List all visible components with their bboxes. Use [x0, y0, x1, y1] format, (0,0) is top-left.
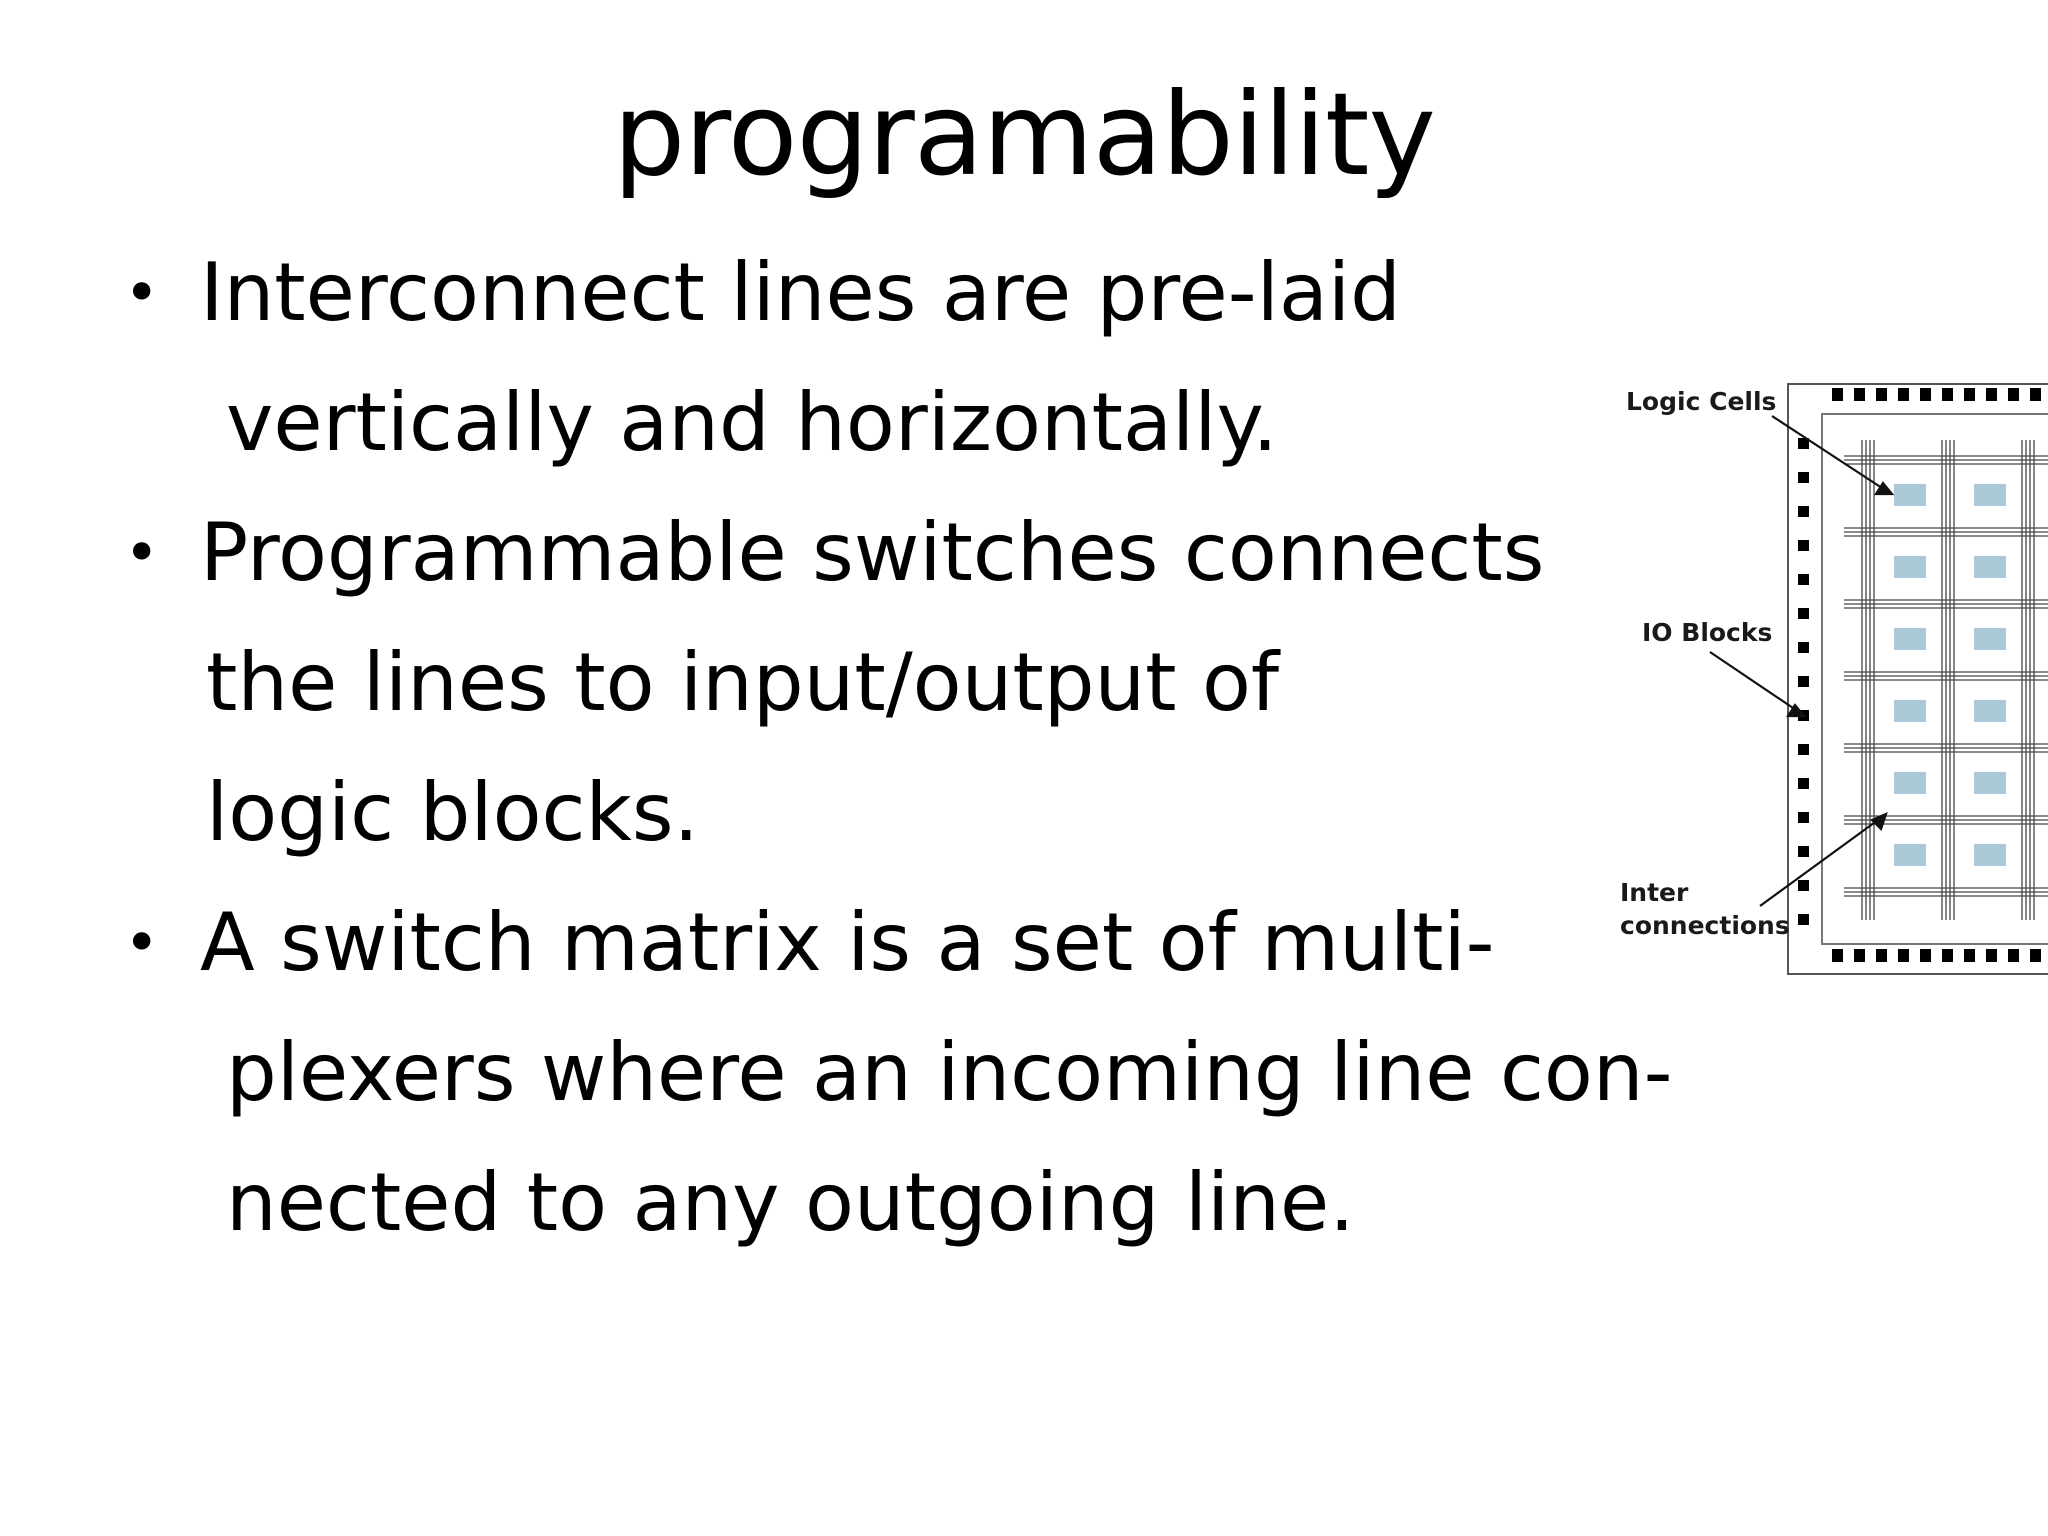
bullet-marker: •	[124, 908, 160, 978]
bullet-1-line-1: Interconnect lines are pre-laid	[200, 246, 1401, 339]
bullet-3-line-1: A switch matrix is a set of multi-	[200, 896, 1495, 989]
bullet-2-line-2: the lines to input/output of	[206, 636, 1280, 729]
slide-title: programability	[612, 68, 1436, 201]
bullet-3-line-3: nected to any outgoing line.	[226, 1156, 1355, 1249]
label-io-blocks: IO Blocks	[1642, 618, 1772, 647]
bullet-2-line-3: logic blocks.	[206, 766, 699, 859]
top-io-row	[1832, 388, 2041, 401]
fpga-diagram-svg: Logic Cells IO Blocks Inter connections	[1620, 383, 2048, 975]
bullet-2-line-1: Programmable switches connects	[200, 506, 1545, 599]
bullet-1-line-2: vertically and horizontally.	[226, 376, 1278, 469]
bullet-3-line-2: plexers where an incoming line con-	[226, 1026, 1673, 1119]
logic-cells	[1894, 484, 2006, 866]
label-connections: connections	[1620, 911, 1790, 940]
arrows	[1709, 415, 1895, 907]
fpga-diagram: Logic Cells IO Blocks Inter connections	[1600, 370, 2048, 990]
bullet-marker: •	[124, 518, 160, 588]
left-io-column	[1798, 438, 1809, 925]
label-logic-cells: Logic Cells	[1626, 387, 1776, 416]
bottom-io-row	[1832, 949, 2041, 962]
label-inter: Inter	[1620, 878, 1689, 907]
core-outline	[1821, 413, 2048, 945]
bullet-marker: •	[124, 258, 160, 328]
